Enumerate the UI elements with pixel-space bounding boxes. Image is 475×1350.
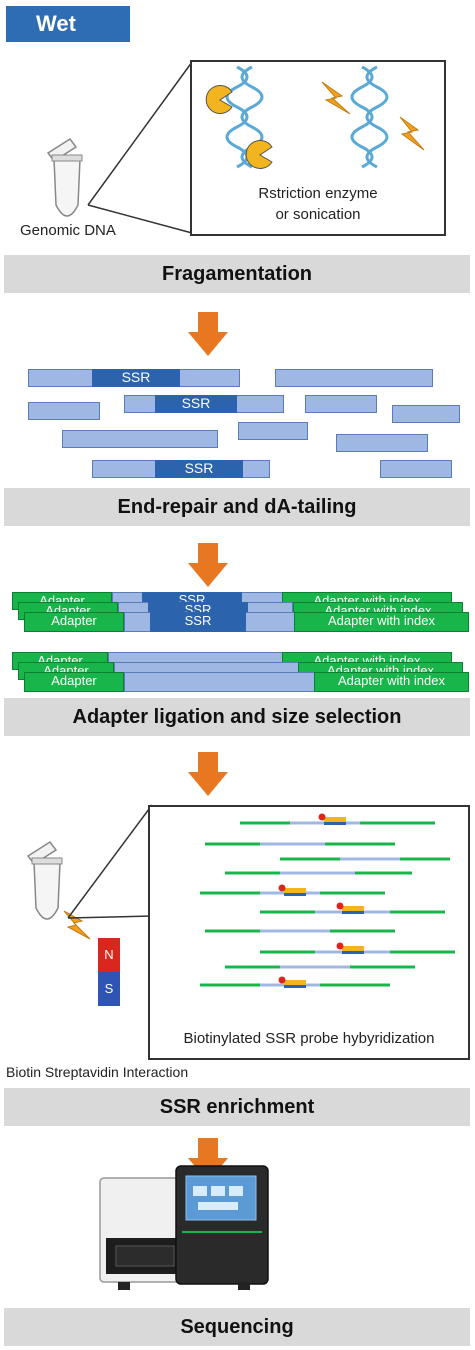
ssr-segment: SSR [155,395,237,413]
ssr-segment: SSR [92,369,180,387]
ssr-segment: SSR [150,612,246,632]
down-arrow-icon [188,1138,228,1182]
step-bar-ssr-enrichment: SSR enrichment [4,1088,470,1126]
step-bar-end-repair: End-repair and dA-tailing [4,488,470,526]
genomic-dna-label: Genomic DNA [20,222,116,239]
down-arrow-icon [188,312,228,356]
step-bar-adapter-ligation: Adapter ligation and size selection [4,698,470,736]
fragment [238,422,308,440]
down-arrow-icon [188,543,228,587]
enzyme-line-1: Rstriction enzyme [258,185,378,202]
fragment [124,672,319,692]
fragment [28,402,100,420]
fragment [392,405,460,423]
magnet-south: S [98,972,120,1006]
adapter-with-index: Adapter with index [294,612,469,632]
fragment [380,460,452,478]
magnet-icon: N S [98,938,120,1006]
fragment [62,430,218,448]
hybridization-caption: Biotinylated SSR probe hybyridization [183,1030,435,1047]
step-bar-fragmentation: Fragamentation [4,255,470,293]
callout-lines [87,61,193,234]
hybridized-fragments [200,813,455,988]
sequencer-icon [99,1165,269,1290]
section-tag: Wet [6,6,130,42]
tube-icon [26,840,63,920]
tube-icon [46,137,83,217]
ssr-segment: SSR [155,460,243,478]
fragment [275,369,433,387]
interaction-label: Biotin Streptavidin Interaction [6,1064,189,1080]
ssr-probe [278,813,364,988]
enzyme-box: Rstriction enzyme or sonication [190,60,446,236]
adapter: Adapter [24,672,124,692]
magnet-north: N [98,938,120,972]
hybridization-box: Biotinylated SSR probe hybyridization [148,805,470,1060]
fragment [305,395,377,413]
ligated-fragment: Adapter SSR Adapter with index [24,612,469,632]
ligated-fragment: Adapter Adapter with index [24,672,469,692]
fragment [336,434,428,452]
adapter: Adapter [24,612,124,632]
callout-lines [67,804,153,919]
step-bar-sequencing: Sequencing [4,1308,470,1346]
enzyme-line-2: or sonication [275,206,361,223]
adapter-with-index: Adapter with index [314,672,469,692]
down-arrow-icon [188,752,228,796]
dna-helix-icon [205,65,425,169]
